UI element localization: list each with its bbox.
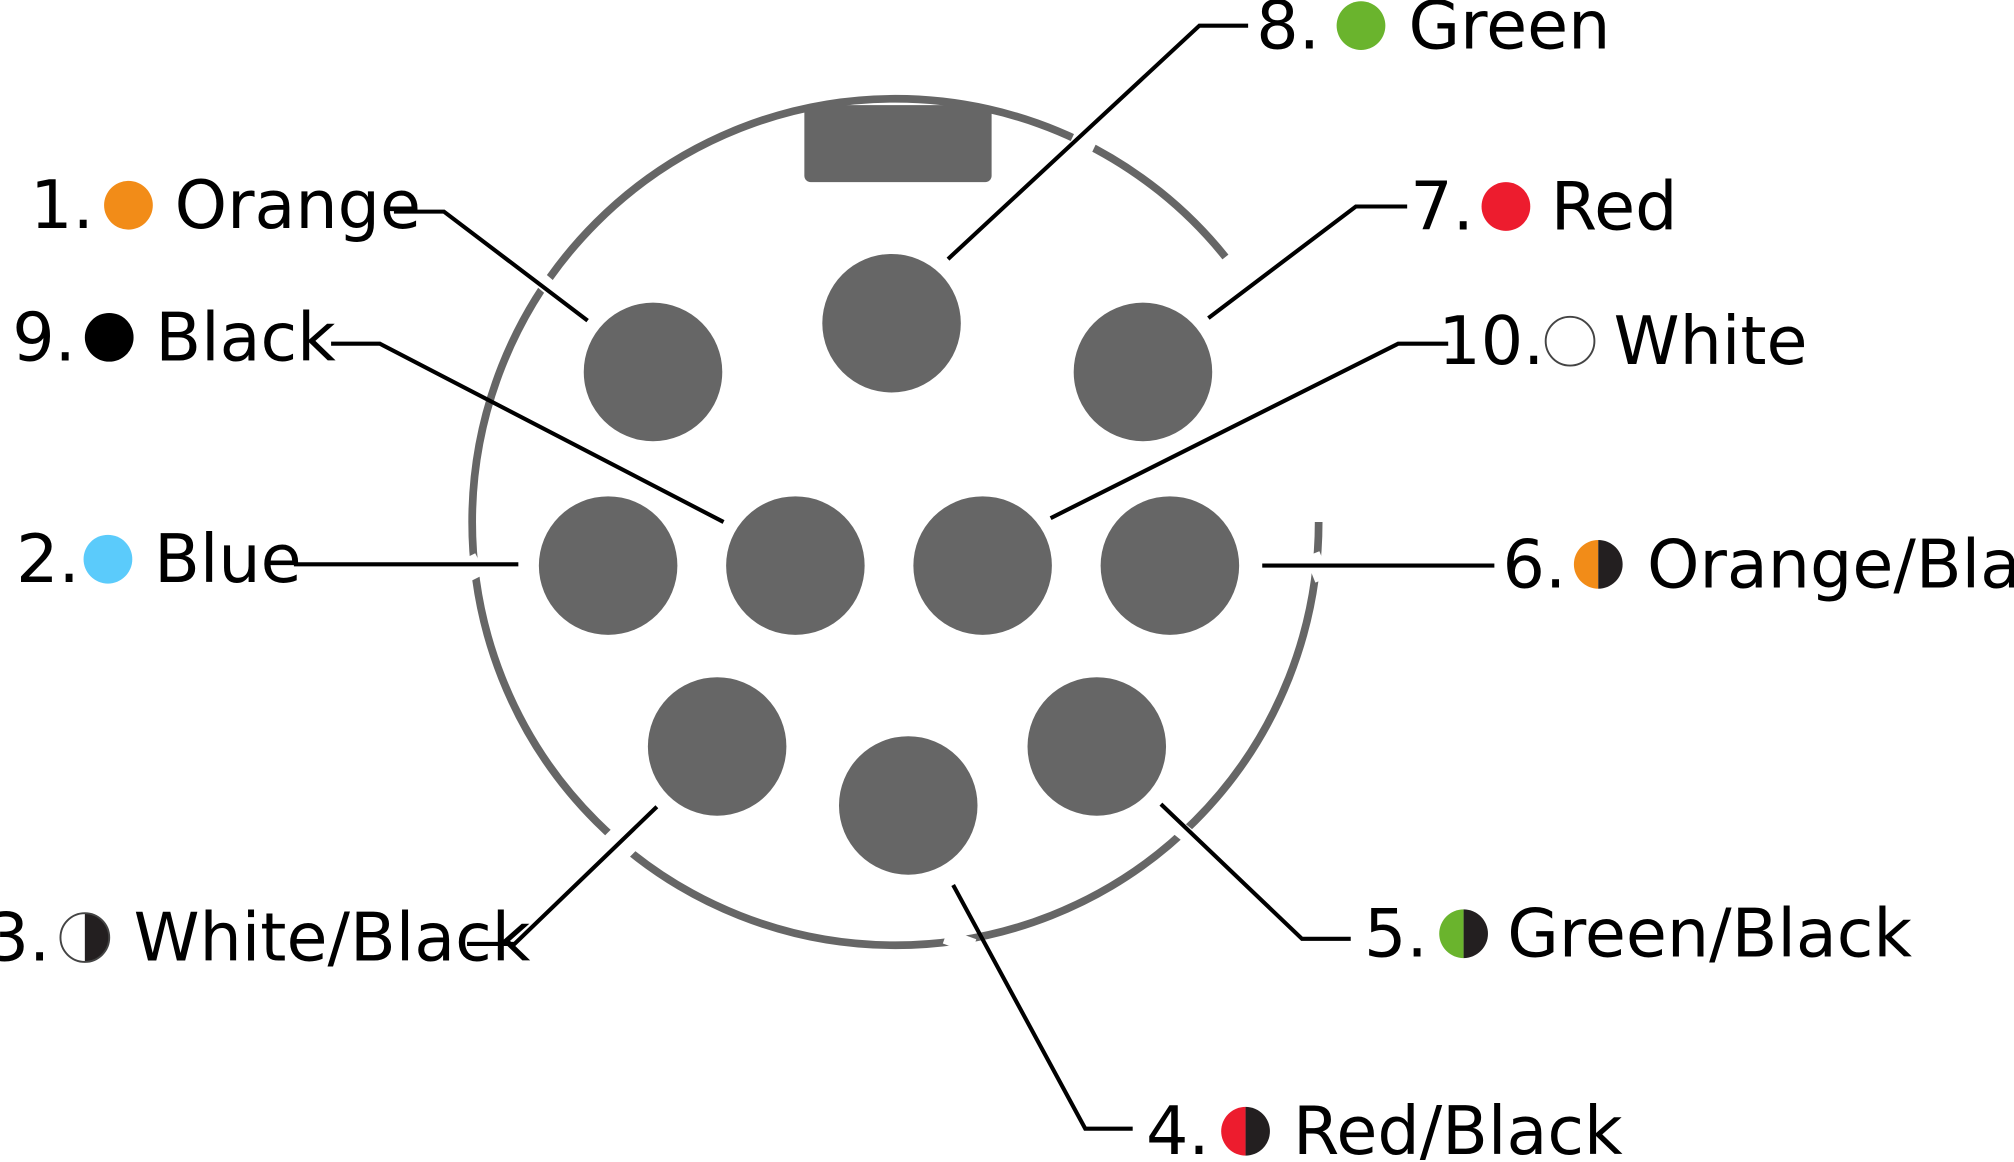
pin-label: 6. Orange/Black bbox=[1503, 525, 2014, 603]
leader-pin-1 bbox=[393, 209, 589, 323]
pin-label: 7. Red bbox=[1410, 167, 1677, 245]
wire-color-name: Orange bbox=[175, 166, 421, 244]
wire-color-name: Green/Black bbox=[1507, 895, 1912, 973]
pin-number: 2. bbox=[16, 520, 80, 598]
wire-color-name: Orange/Black bbox=[1647, 525, 2014, 603]
leader-pin-9 bbox=[331, 341, 725, 524]
socket-pin-7 bbox=[1073, 302, 1213, 442]
wire-color-name: Red/Black bbox=[1293, 1092, 1623, 1162]
pin-number: 5. bbox=[1364, 895, 1428, 973]
wire-color-swatch bbox=[1481, 182, 1531, 231]
leader-pin-4 bbox=[951, 883, 1133, 1131]
pin-number: 1. bbox=[30, 166, 94, 244]
socket-pin-3 bbox=[647, 677, 787, 816]
wire-color-swatch-outline bbox=[59, 912, 111, 963]
pin-label: 2. Blue bbox=[16, 520, 302, 598]
wire-color-swatch bbox=[1544, 315, 1596, 367]
wire-color-name: Blue bbox=[154, 520, 302, 598]
pin-number: 9. bbox=[12, 298, 76, 376]
leader-pin-8 bbox=[946, 23, 1249, 261]
pin-number: 10. bbox=[1438, 302, 1544, 380]
pin-number: 3. bbox=[0, 899, 50, 977]
wire-color-name: Red bbox=[1551, 167, 1678, 245]
wire-color-swatch-stripe bbox=[1598, 539, 1623, 589]
wire-color-swatch-primary bbox=[1439, 909, 1464, 959]
pin-label: 3. White/Black bbox=[0, 899, 531, 977]
pin-label: 5. Green/Black bbox=[1364, 895, 1912, 973]
leader-pin-5 bbox=[1159, 802, 1351, 941]
wire-color-name: Black bbox=[155, 298, 336, 376]
connector-key-notch bbox=[804, 105, 992, 183]
pin-label: 9. Black bbox=[12, 298, 336, 376]
wire-color-swatch bbox=[84, 312, 134, 362]
connector-housing bbox=[468, 94, 1323, 950]
pin-label: 4. Red/Black bbox=[1146, 1092, 1623, 1162]
wire-color-name: White bbox=[1614, 302, 1808, 380]
socket-pin-9 bbox=[726, 496, 865, 635]
wire-color-swatch-stripe bbox=[1463, 909, 1488, 959]
socket-pin-6 bbox=[1100, 496, 1240, 635]
pin-label: 10. White bbox=[1438, 302, 1807, 380]
leader-pin-7 bbox=[1207, 204, 1408, 320]
pin-number: 6. bbox=[1503, 525, 1567, 603]
socket-pin-5 bbox=[1027, 677, 1167, 816]
pin-sockets bbox=[538, 253, 1240, 875]
leader-pin-3 bbox=[467, 805, 659, 947]
socket-pin-10 bbox=[913, 496, 1052, 635]
socket-pin-2 bbox=[538, 496, 678, 635]
pin-label: 8. Green bbox=[1256, 0, 1610, 65]
pin-label: 1. Orange bbox=[30, 166, 421, 244]
leader-pin-10 bbox=[1049, 341, 1449, 520]
leader-lines bbox=[293, 23, 1495, 1131]
outline-gaps bbox=[461, 127, 1330, 954]
wire-color-swatch-stripe bbox=[1245, 1106, 1270, 1156]
wire-color-name: White/Black bbox=[134, 899, 531, 977]
pin-number: 7. bbox=[1410, 167, 1474, 245]
wire-color-swatch-primary bbox=[60, 913, 85, 962]
socket-pin-4 bbox=[838, 736, 978, 875]
wire-color-name: Green bbox=[1408, 0, 1610, 65]
socket-pin-1 bbox=[583, 302, 723, 442]
socket-pin-8 bbox=[822, 253, 961, 393]
wire-color-swatch bbox=[104, 180, 153, 230]
wire-color-swatch bbox=[83, 534, 133, 584]
pin-number: 4. bbox=[1146, 1092, 1210, 1162]
connector-shell bbox=[468, 94, 1323, 950]
wire-color-swatch-stripe bbox=[84, 913, 110, 962]
wire-color-swatch bbox=[1336, 1, 1386, 51]
wire-color-swatch-primary bbox=[1221, 1106, 1246, 1156]
wire-color-swatch-primary bbox=[1573, 539, 1599, 589]
pin-number: 8. bbox=[1256, 0, 1320, 65]
